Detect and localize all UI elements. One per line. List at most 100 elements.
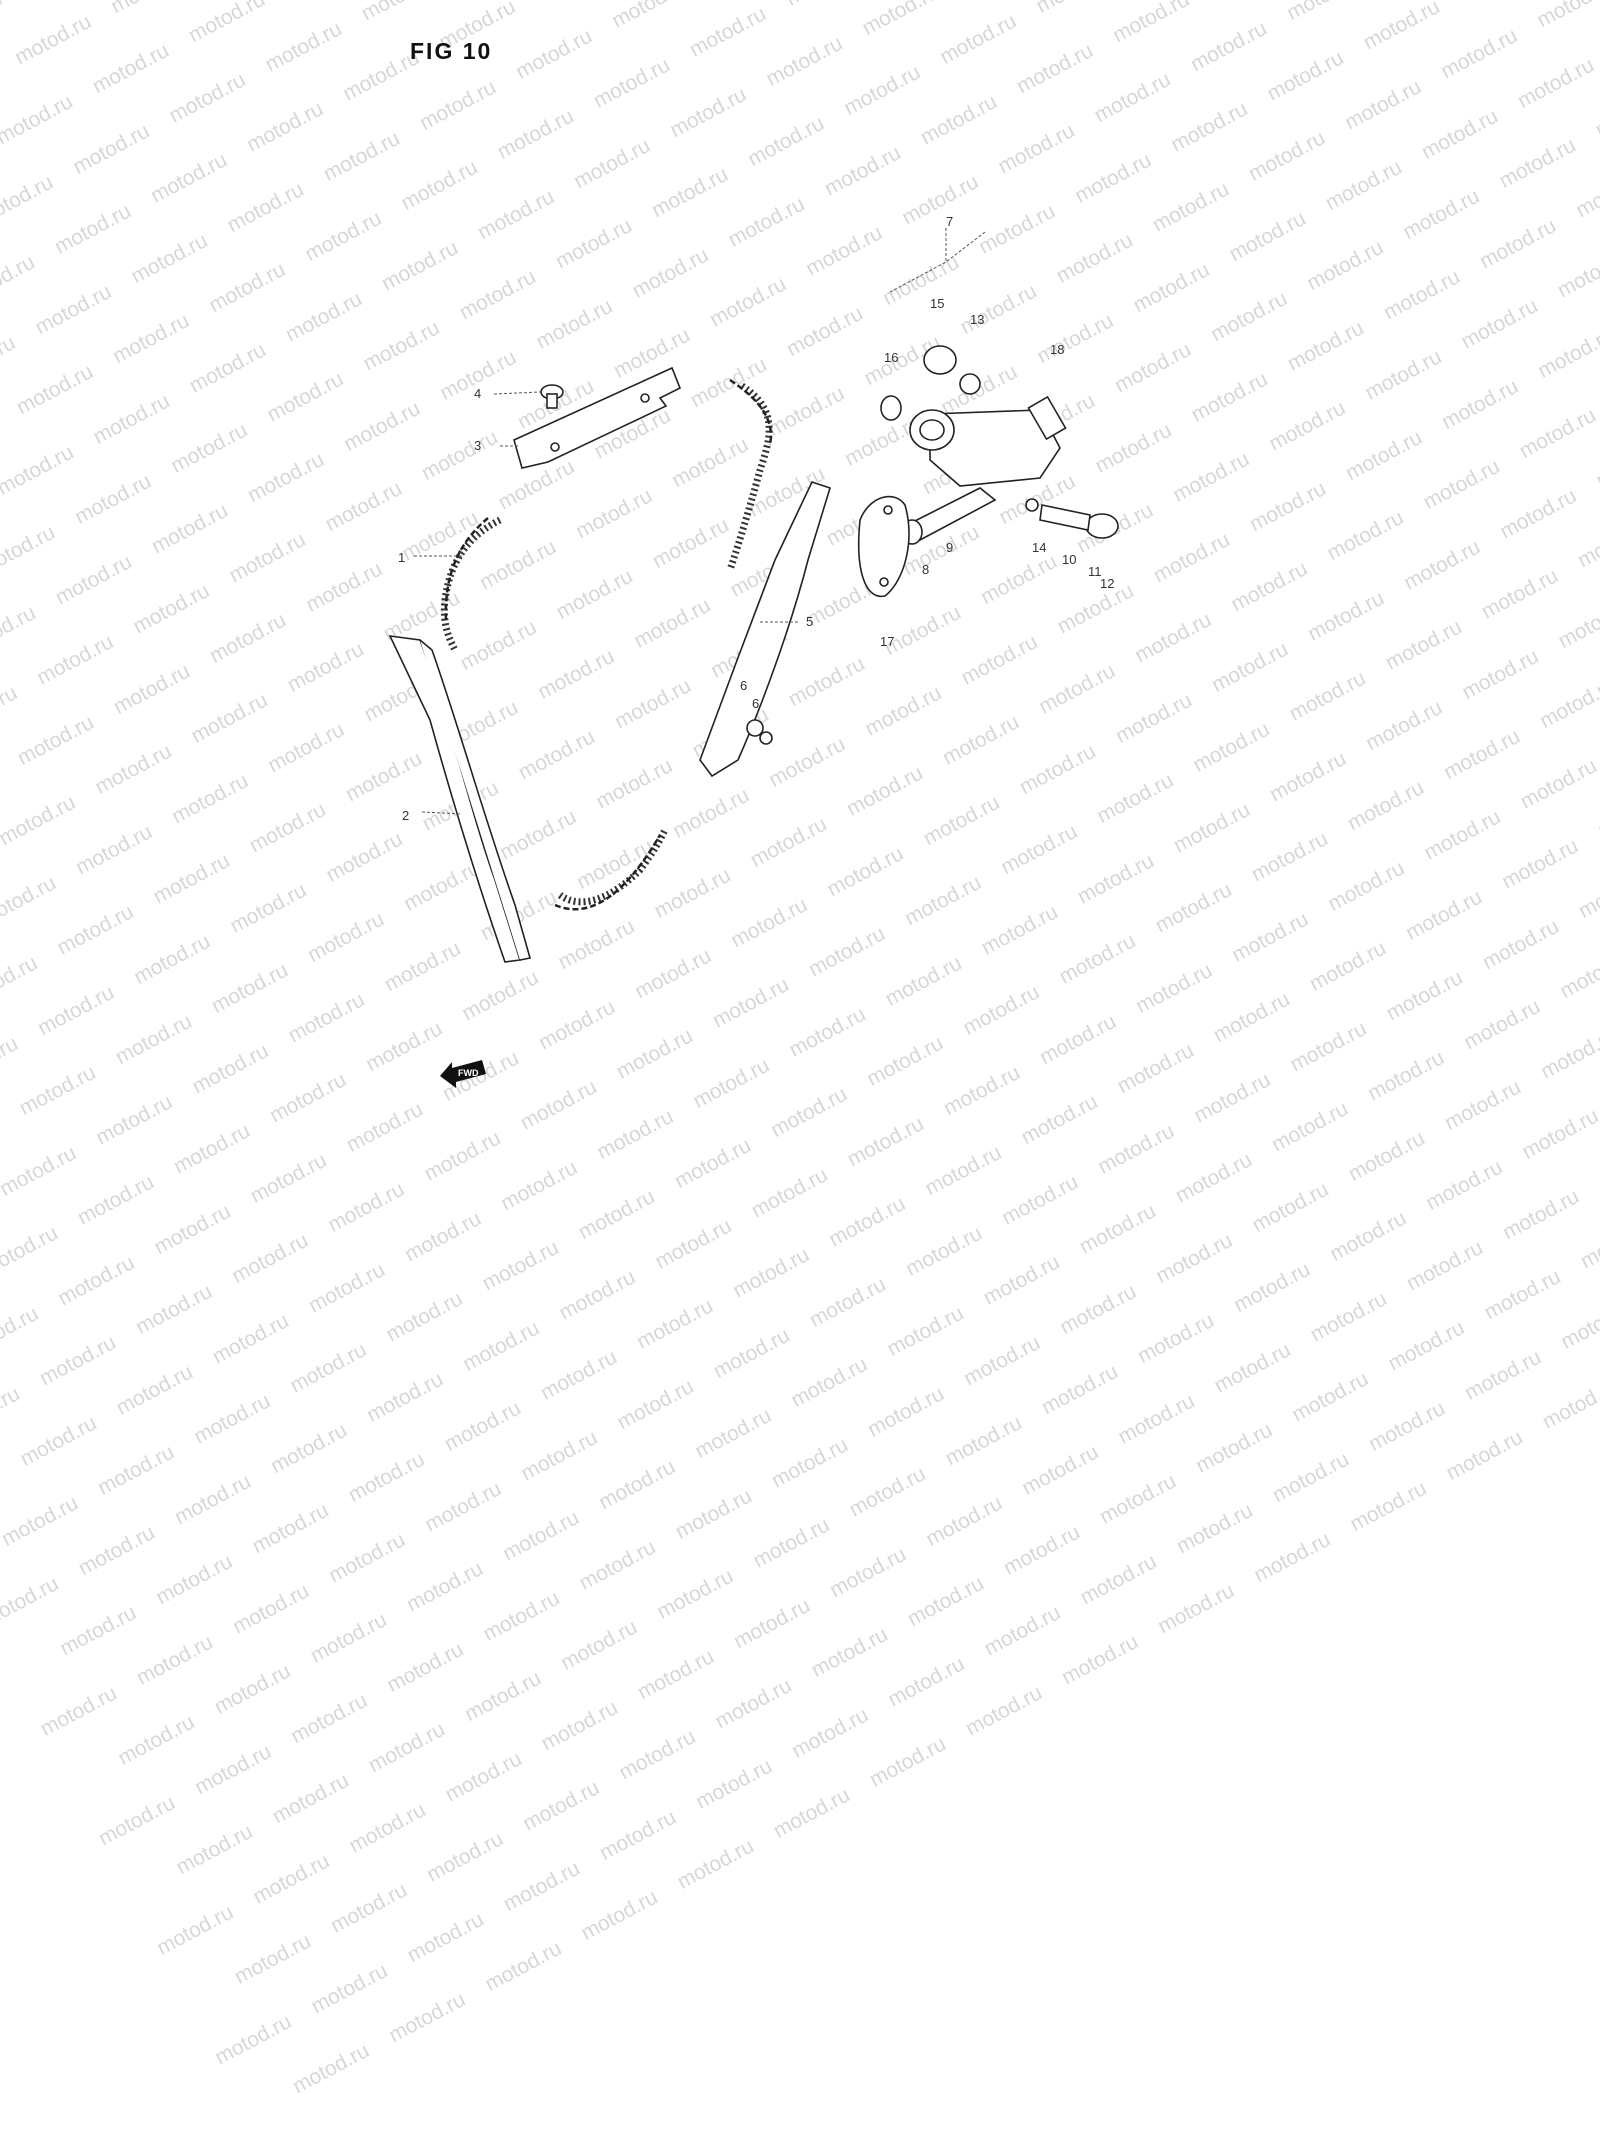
callout-13: 13	[970, 312, 984, 327]
watermark-text: motod.ru	[54, 1250, 139, 1311]
watermark-text: motod.ru	[74, 1520, 159, 1581]
callout-14: 14	[1032, 540, 1046, 555]
watermark-text: motod.ru	[94, 1791, 179, 1851]
callout-1: 1	[398, 550, 405, 565]
watermark-text: motod.ru	[16, 1411, 101, 1471]
watermark-text: motod.ru	[152, 1549, 237, 1610]
watermark-text: motod.ru	[326, 1878, 411, 1938]
watermark-text: motod.ru	[729, 1243, 814, 1303]
callout-2: 2	[402, 808, 409, 823]
watermark-text: motod.ru	[826, 1542, 911, 1602]
watermark-text: motod.ru	[228, 1579, 313, 1639]
watermark-text: motod.ru	[287, 1688, 372, 1749]
watermark-text: motod.ru	[1154, 1578, 1239, 1639]
callout-8: 8	[922, 562, 929, 577]
watermark-text: motod.ru	[1250, 1527, 1335, 1588]
watermark-text: motod.ru	[613, 1374, 698, 1435]
fwd-label: FWD	[458, 1068, 479, 1078]
watermark-text: motod.ru	[1364, 1396, 1449, 1456]
watermark-text: motod.ru	[344, 1447, 429, 1507]
callout-5: 5	[806, 614, 813, 629]
watermark-text: motod.ru	[1306, 1287, 1391, 1347]
watermark-text: motod.ru	[865, 1732, 950, 1792]
watermark-text: motod.ru	[364, 1717, 449, 1777]
watermark-text: motod.ru	[749, 1513, 834, 1573]
watermark-text: motod.ru	[0, 1462, 5, 1522]
watermark-text: motod.ru	[385, 1987, 470, 2048]
callout-18: 18	[1050, 342, 1064, 357]
watermark-text: motod.ru	[671, 1484, 756, 1544]
watermark-text: motod.ru	[1210, 1338, 1295, 1398]
watermark-text: motod.ru	[228, 1228, 313, 1288]
watermark-text: motod.ru	[1326, 1206, 1411, 1266]
callout-6: 6	[752, 696, 759, 711]
watermark-text: motod.ru	[595, 1454, 679, 1515]
watermark-text: motod.ru	[1461, 1345, 1546, 1405]
watermark-text: motod.ru	[633, 1645, 718, 1705]
watermark-text: motod.ru	[190, 1389, 275, 1449]
watermark-text: motod.ru	[1384, 1316, 1469, 1376]
watermark-text: motod.ru	[1152, 1228, 1237, 1289]
watermark-text: motod.ru	[112, 1360, 197, 1420]
callout-11: 11	[1088, 564, 1102, 579]
watermark-text: motod.ru	[35, 1330, 120, 1391]
watermark-text: motod.ru	[1075, 1199, 1160, 1259]
watermark-text: motod.ru	[632, 1294, 717, 1354]
watermark-text: motod.ru	[56, 1601, 141, 1661]
watermark-text: motod.ru	[807, 1622, 892, 1683]
watermark-text: motod.ru	[286, 1338, 371, 1398]
watermark-text: motod.ru	[307, 1958, 392, 2019]
watermark-text: motod.ru	[884, 1652, 969, 1712]
watermark-text: motod.ru	[191, 1739, 276, 1800]
watermark-text: motod.ru	[1230, 1257, 1314, 1317]
callout-15: 15	[930, 296, 944, 311]
watermark-text: motod.ru	[767, 1433, 852, 1493]
fwd-arrow-icon: FWD	[440, 1060, 486, 1088]
watermark-text: motod.ru	[440, 1396, 525, 1456]
watermark-text: motod.ru	[961, 1681, 1046, 1741]
watermark-text: motod.ru	[980, 1601, 1065, 1661]
watermark-text: motod.ru	[363, 1367, 447, 1427]
watermark-text: motod.ru	[1557, 1294, 1600, 1354]
leader-lines	[414, 391, 800, 815]
watermark-text: motod.ru	[459, 1316, 544, 1376]
watermark-text: motod.ru	[1346, 1476, 1431, 1536]
watermark-text: motod.ru	[304, 1258, 389, 1318]
chain-guide-plate-icon	[513, 366, 682, 469]
watermark-text: motod.ru	[1018, 1440, 1103, 1500]
callout-4: 4	[474, 386, 481, 401]
watermark-text: motod.ru	[999, 1520, 1084, 1580]
watermark-text: motod.ru	[1442, 1425, 1527, 1485]
watermark-text: motod.ru	[248, 1498, 333, 1559]
watermark-text: motod.ru	[901, 1221, 986, 1281]
watermark-text: motod.ru	[1288, 1367, 1373, 1427]
watermark-text: motod.ru	[805, 1272, 890, 1332]
watermark-text: motod.ru	[651, 1214, 736, 1274]
watermark-text: motod.ru	[0, 1491, 82, 1551]
watermark-text: motod.ru	[1056, 1279, 1141, 1340]
watermark-text: motod.ru	[595, 1805, 680, 1865]
watermark-text: motod.ru	[402, 1557, 487, 1617]
watermark-text: motod.ru	[114, 1710, 199, 1770]
watermark-text: motod.ru	[210, 1659, 295, 1719]
watermark-text: motod.ru	[709, 1323, 794, 1384]
rear-guide-rail-icon	[699, 481, 831, 778]
watermark-text: motod.ru	[400, 1207, 485, 1267]
watermark-text: motod.ru	[537, 1696, 622, 1756]
callout-10: 10	[1062, 552, 1076, 567]
watermark-text: motod.ru	[922, 1491, 1007, 1551]
watermark-text: motod.ru	[1076, 1550, 1161, 1610]
callout-6: 6	[740, 678, 747, 693]
bolt-icon	[540, 384, 564, 409]
watermark-text: motod.ru	[170, 1469, 255, 1530]
watermark-text: motod.ru	[1114, 1389, 1199, 1449]
watermark-text: motod.ru	[150, 1199, 235, 1260]
watermark-text: motod.ru	[1058, 1630, 1143, 1690]
watermark-text: motod.ru	[845, 1462, 930, 1522]
watermark-text: motod.ru	[383, 1637, 468, 1697]
watermark-text: motod.ru	[153, 1900, 238, 1960]
watermark-text: motod.ru	[711, 1673, 796, 1734]
watermark-text: motod.ru	[211, 2010, 296, 2070]
watermark-text: motod.ru	[36, 1681, 121, 1741]
